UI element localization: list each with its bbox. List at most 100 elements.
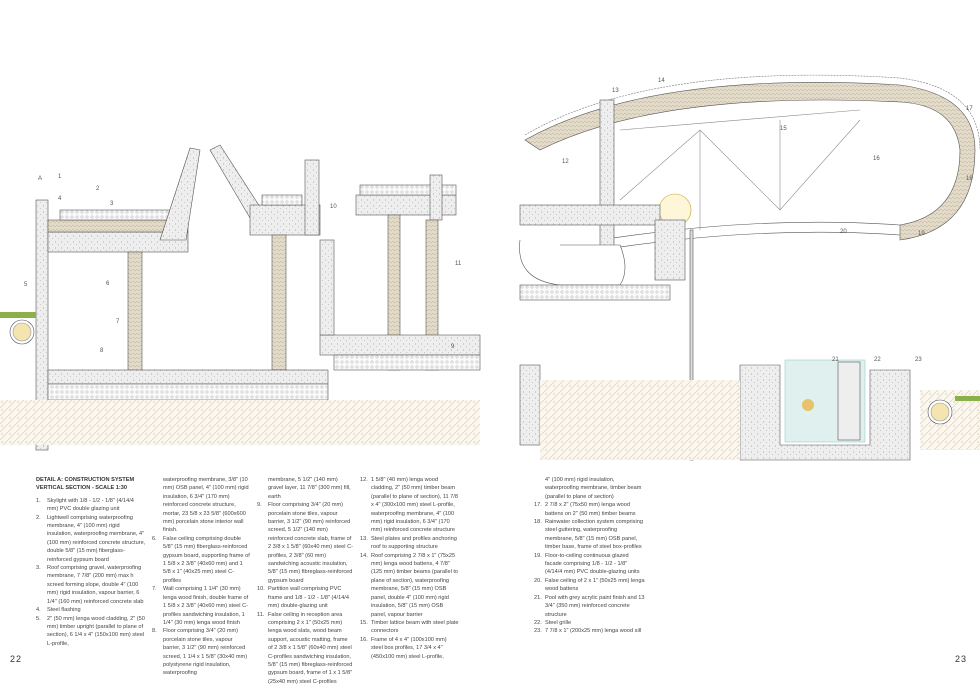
legend-item-number: 11. [257,611,265,618]
legend-item: 1. Skylight with 1/8 - 1/2 - 1/8" (4/14/4… [36,497,146,514]
legend-column-2: waterproofing membrane, 3/8" (10 mm) OSB… [152,476,250,678]
callout-12: 12 [562,159,569,165]
callout-22: 22 [874,357,881,363]
legend-item: 8. Floor comprising 3/4" (20 mm) porcelai… [152,627,250,677]
legend-item-text: 2 7/8 x 2" (75x50 mm) lenga wood battens… [545,502,636,517]
legend-item: 19.Floor-to-ceiling continuous glazed fa… [534,552,646,577]
callout-2: 2 [96,186,100,192]
legend-item-number: 17. [534,502,542,509]
legend-item-text: Rainwater collection system comprising s… [545,519,643,551]
legend-item-number: 15. [360,619,368,626]
legend-item-number: 4. [36,607,41,614]
callout-21: 21 [832,357,839,363]
legend-item-number: 20. [534,577,542,584]
legend-item: 23.7 7/8 x 1" (200x25 mm) lenga wood sil… [534,627,646,635]
legend-item-text: Frame of 4 x 4" (100x100 mm) steel box p… [371,636,447,660]
callout-18: 18 [966,176,973,182]
callout-9: 9 [451,344,455,350]
legend-column-3: membrane, 5 1/2" (140 mm) gravel layer, … [257,476,353,686]
legend-item-number: 22. [534,619,542,626]
legend-item-number: 16. [360,636,368,643]
detail-letter: A [38,176,42,182]
construction-section-drawing: A [0,74,980,461]
callout-10: 10 [330,204,337,210]
legend-item-text: 2" (50 mm) lenga wood cladding, 2" (50 m… [47,615,145,647]
legend-item: 3. Roof comprising gravel, waterproofing … [36,564,146,606]
callout-1: 1 [58,174,62,180]
callout-13: 13 [612,88,619,94]
legend-continuation: membrane, 5 1/2" (140 mm) gravel layer, … [268,477,351,500]
legend-item: 11.False ceiling in reception area compr… [257,611,353,687]
legend-item: 9.Floor comprising 3/4" (20 mm) porcelai… [257,501,353,585]
legend-item: 4. Steel flashing [36,606,146,614]
legend-item: 20.False ceiling of 2 x 1" (50x25 mm) le… [534,577,646,594]
legend-item-number: 9. [257,502,262,509]
legend-item-number: 23. [534,628,542,635]
page-number-left: 22 [10,654,23,664]
legend-item-text: Roof comprising 2 7/8 x 1" (75x25 mm) le… [371,552,459,618]
legend-item-number: 3. [36,565,41,572]
legend-item-text: Steel flashing [47,607,81,614]
legend-item: 10.Partition wall comprising PVC frame a… [257,585,353,610]
legend-continuation: 4" (100 mm) rigid insulation, waterproof… [545,477,642,500]
legend-item-text: False ceiling of 2 x 1" (50x25 mm) lenga… [545,577,645,593]
callout-16: 16 [873,156,880,162]
legend-item-number: 8. [152,628,157,635]
legend-item: 18.Rainwater collection system comprisin… [534,518,646,552]
legend-heading: DETAIL A: CONSTRUCTION SYSTEM VERTICAL S… [36,477,135,492]
page-number-right: 23 [955,654,968,664]
legend-item: 2.Lightwell comprising waterproofing mem… [36,514,146,564]
callout-3: 3 [110,201,114,207]
legend-item-number: 21. [534,594,542,601]
legend-item-text: Skylight with 1/8 - 1/2 - 1/8" (4/14/4 m… [47,497,134,513]
callout-8: 8 [100,348,104,354]
legend-item-text: Floor comprising 3/4" (20 mm) porcelain … [163,628,248,677]
legend-item: 15.Timber lattice beam with steel plate … [360,619,460,636]
legend-item: 5. 2" (50 mm) lenga wood cladding, 2" (50… [36,615,146,649]
callout-4: 4 [58,196,62,202]
legend-item-text: Floor-to-ceiling continuous glazed facad… [545,552,640,576]
legend-item-number: 7. [152,586,157,593]
legend-continuation: waterproofing membrane, 3/8" (10 mm) OSB… [163,477,249,534]
left-section-drawing: A [0,144,481,451]
legend-item-text: Pool with grey acrylic paint finish and … [545,594,645,618]
legend-item-text: False ceiling comprising double 5/8" (15… [163,535,250,584]
callout-6: 6 [106,281,110,287]
legend-item-text: 1 5/8" (40 mm) lenga wood cladding, 2" (… [371,477,458,534]
legend-item: 7. Wall comprising 1 1/4" (30 mm) lenga w… [152,585,250,627]
legend-item: 14.Roof comprising 2 7/8 x 1" (75x25 mm)… [360,552,460,619]
legend-item-number: 6. [152,535,157,542]
legend-item-text: Steel grille [545,619,572,626]
legend-item-number: 5. [36,615,41,622]
callout-19: 19 [918,231,925,237]
legend-item-number: 13. [360,535,368,542]
callout-7: 7 [116,319,120,325]
legend-item: 13.Steel plates and profiles anchoring r… [360,535,460,552]
legend-item-text: Wall comprising 1 1/4" (30 mm) lenga woo… [163,586,249,626]
legend-item-text: Steel plates and profiles anchoring roof… [371,535,457,551]
legend-item-text: False ceiling in reception area comprisi… [268,611,353,685]
callout-5: 5 [24,282,28,288]
legend-column-1: DETAIL A: CONSTRUCTION SYSTEM VERTICAL S… [36,476,146,648]
callout-11: 11 [455,261,462,267]
legend-item: 17.2 7/8 x 2" (75x50 mm) lenga wood batt… [534,501,646,518]
callout-14: 14 [658,78,665,84]
legend-item-text: 7 7/8 x 1" (200x25 mm) lenga wood sill [545,628,642,635]
legend-item-number: 18. [534,519,542,526]
right-section-drawing [519,74,980,461]
callout-17: 17 [966,106,973,112]
legend-item-text: Roof comprising gravel, waterproofing me… [47,565,144,605]
legend-item: 16.Frame of 4 x 4" (100x100 mm) steel bo… [360,636,460,661]
callout-20: 20 [840,229,847,235]
legend-item: 12.1 5/8" (40 mm) lenga wood cladding, 2… [360,476,460,535]
legend-column-5: 4" (100 mm) rigid insulation, waterproof… [534,476,646,636]
legend-item-number: 14. [360,552,368,559]
legend-item-text: Partition wall comprising PVC frame and … [268,586,349,610]
legend-item: 6. False ceiling comprising double 5/8" (… [152,535,250,585]
legend-column-4: 12.1 5/8" (40 mm) lenga wood cladding, 2… [360,476,460,661]
legend-item-number: 10. [257,586,265,593]
legend-item: 22.Steel grille [534,619,646,627]
legend-item: 21.Pool with grey acrylic paint finish a… [534,594,646,619]
legend-item-number: 1. [36,497,41,504]
legend-item-text: Timber lattice beam with steel plate con… [371,619,459,635]
